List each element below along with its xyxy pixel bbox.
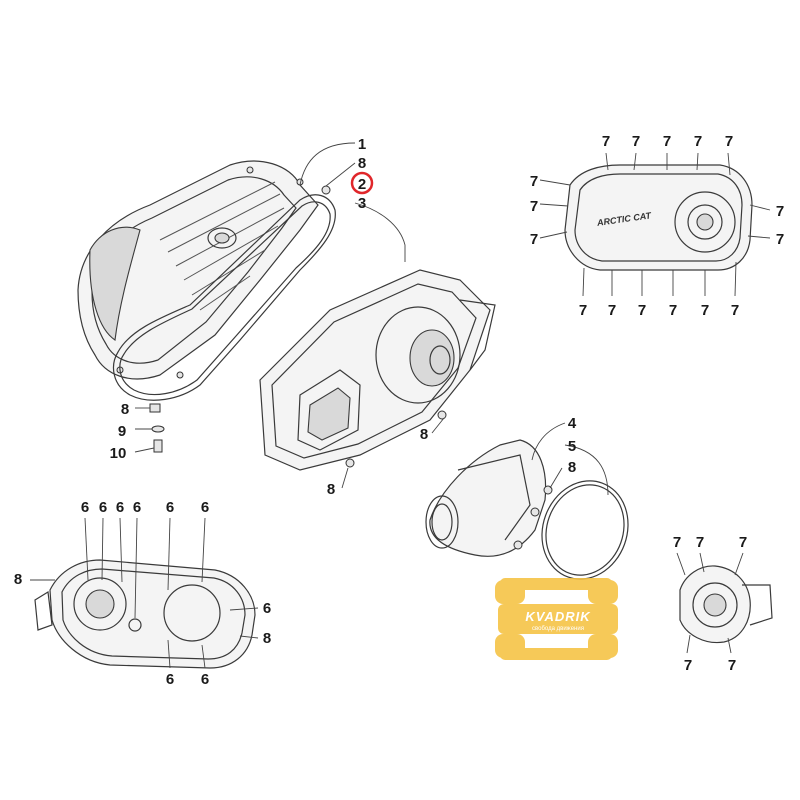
kvadrik-watermark: KVADRIK свобода движения — [495, 578, 618, 660]
callout-label: 6 — [166, 671, 174, 688]
callout-label: 7 — [696, 534, 704, 551]
callout-label: 6 — [263, 600, 271, 617]
belt-housing-seal — [541, 480, 629, 580]
callout-label: 7 — [530, 173, 538, 190]
watermark-tagline: свобода движения — [532, 626, 584, 632]
callout-label: 6 — [201, 671, 209, 688]
clutch-cover-outer — [77, 160, 319, 380]
callout-label: 7 — [579, 302, 587, 319]
callout-label: 7 — [776, 231, 784, 248]
callout-label: 6 — [166, 499, 174, 516]
watermark-name: KVADRIK — [525, 609, 591, 624]
callout-label: 8 — [327, 481, 335, 498]
callout-label: 7 — [530, 198, 538, 215]
callout-label: 7 — [694, 133, 702, 150]
callout-label: 7 — [608, 302, 616, 319]
highlight-ring — [350, 171, 374, 195]
callout-label: 8 — [121, 401, 129, 418]
callout-label: 7 — [725, 133, 733, 150]
callout-label: 7 — [684, 657, 692, 674]
callout-label: 8 — [568, 459, 576, 476]
clutch-cover-inner — [259, 269, 496, 471]
callout-label: 7 — [739, 534, 747, 551]
callout-label: 4 — [568, 415, 577, 432]
callout-label: 6 — [81, 499, 89, 516]
callout-label: 7 — [530, 231, 538, 248]
callout-label: 6 — [99, 499, 107, 516]
callout-label: 7 — [701, 302, 709, 319]
callout-label: 6 — [116, 499, 124, 516]
callout-label: 7 — [638, 302, 646, 319]
callout-label: 8 — [14, 571, 22, 588]
small-cover-bottom-right — [679, 565, 773, 644]
callout-labels: 1 8 2 3 8 9 10 8 8 4 5 8 7 7 7 7 7 7 7 7… — [14, 133, 784, 688]
belt-housing-middle — [425, 439, 553, 557]
callout-label: 10 — [110, 445, 127, 462]
callout-label: 1 — [358, 136, 366, 153]
callout-label: 8 — [263, 630, 271, 647]
callout-label: 8 — [420, 426, 428, 443]
callout-label: 9 — [118, 423, 126, 440]
fastener-stack-left — [149, 185, 331, 453]
leader-lines — [30, 142, 771, 669]
callout-label: 7 — [663, 133, 671, 150]
callout-label: 7 — [731, 302, 739, 319]
callout-label: 6 — [133, 499, 141, 516]
callout-label: 7 — [776, 203, 784, 220]
callout-label: 7 — [669, 302, 677, 319]
callout-label: 7 — [602, 133, 610, 150]
callout-label: 7 — [673, 534, 681, 551]
cover-assembly-top-right: ARCTIC CAT — [564, 164, 753, 271]
cover-assembly-bottom-left — [34, 559, 256, 669]
cover-gasket — [112, 194, 336, 401]
callout-label-highlighted: 2 — [358, 176, 366, 193]
callout-label: 7 — [632, 133, 640, 150]
callout-label: 7 — [728, 657, 736, 674]
callout-label: 6 — [201, 499, 209, 516]
callout-label: 8 — [358, 155, 366, 172]
callout-label: 5 — [568, 438, 576, 455]
callout-label: 3 — [358, 195, 366, 212]
